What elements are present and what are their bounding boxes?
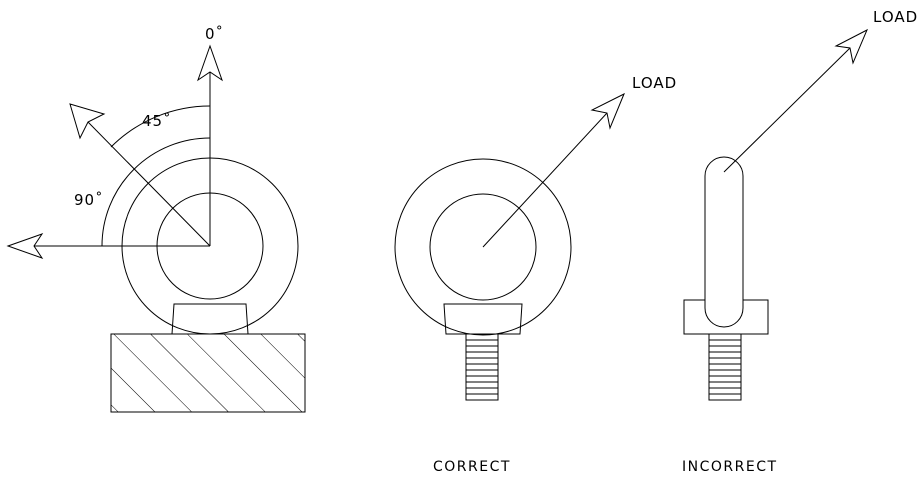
label-0-degrees: 0˚	[205, 25, 224, 43]
eyebolt-ring-inner	[429, 193, 537, 301]
eyebolt-ring-outer	[394, 158, 572, 336]
threaded-shank	[465, 333, 499, 401]
arc-0-to-45	[110, 105, 211, 148]
mounting-surface	[110, 333, 306, 413]
load-label-incorrect: LOAD	[873, 8, 918, 26]
load-line-incorrect	[723, 47, 851, 173]
arc-0-to-90	[101, 137, 211, 247]
arrowhead-90	[6, 233, 44, 259]
mounted-eyebolt	[110, 157, 306, 413]
incorrect-eyebolt: LOAD	[683, 8, 918, 401]
arrowhead-45	[69, 103, 106, 140]
thread-lines	[709, 339, 741, 395]
load-line-correct	[482, 112, 608, 248]
eyebolt-collar	[171, 303, 249, 335]
correct-eyebolt: LOAD	[394, 74, 677, 401]
threaded-shank	[708, 333, 742, 401]
thread-lines	[466, 339, 498, 395]
eyebolt-ring-edge	[704, 156, 744, 328]
label-45-degrees: 45˚	[142, 112, 172, 130]
angle-guide: 0˚ 45˚ 90˚	[6, 25, 224, 259]
load-arrowhead-correct	[590, 92, 625, 130]
load-arrowhead-incorrect	[834, 28, 869, 65]
arrowhead-0	[197, 44, 223, 82]
caption-correct: CORRECT	[433, 459, 511, 475]
caption-incorrect: INCORRECT	[682, 459, 778, 475]
eyebolt-collar	[443, 303, 523, 335]
load-label-correct: LOAD	[632, 74, 677, 92]
label-90-degrees: 90˚	[74, 191, 104, 209]
